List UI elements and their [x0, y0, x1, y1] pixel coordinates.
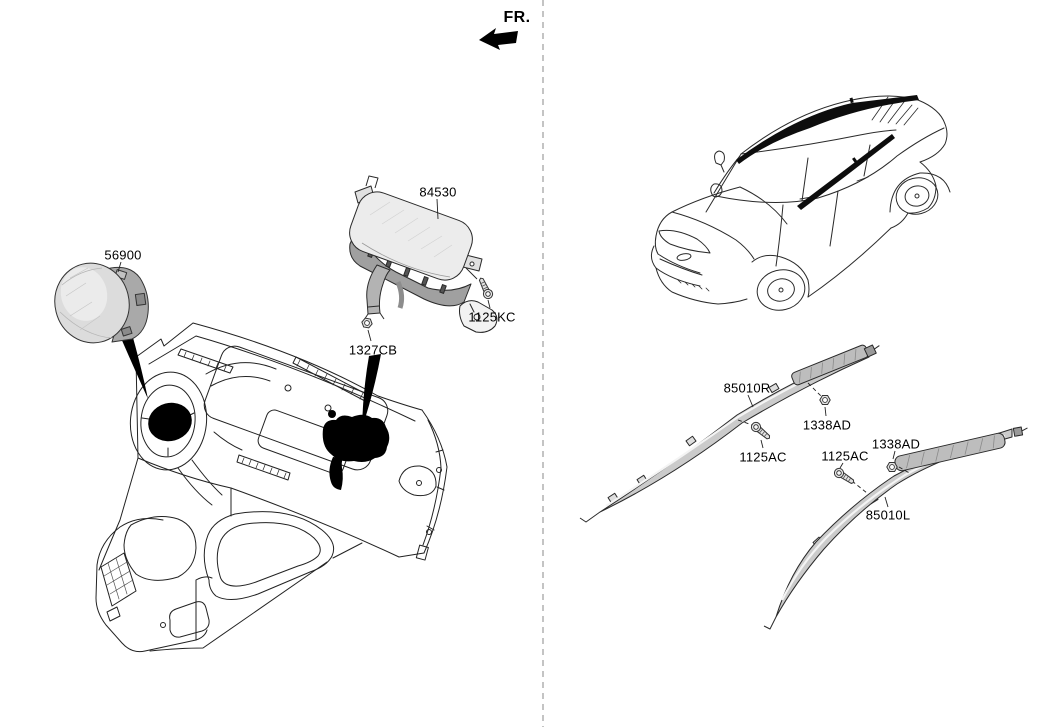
part-callout-1125KC: 1125KC — [468, 309, 516, 325]
passenger-airbag-cavity — [322, 410, 390, 490]
vehicle-curtain-airbag-strips — [736, 95, 919, 210]
part-callout-84530: 84530 — [419, 184, 457, 200]
part-callout-56900: 56900 — [104, 247, 142, 263]
right-leader-lines — [737, 382, 912, 508]
driver-airbag-module-drawing — [54, 262, 149, 344]
part-callout-85010L: 85010L — [865, 507, 911, 523]
fr-direction-label: FR. — [503, 9, 531, 26]
nut-icon-1327CB — [360, 317, 374, 329]
nut-icon-1338AD-left — [886, 462, 898, 472]
part-callout-85010R: 85010R — [723, 380, 771, 396]
steering-wheel-drawing — [129, 371, 208, 471]
part-callout-1338AD-right: 1338AD — [802, 417, 852, 433]
bolt-icon-1125AC-left — [832, 466, 857, 487]
part-callout-1338AD-left: 1338AD — [871, 436, 921, 452]
nut-icon-1338AD-right — [819, 395, 831, 405]
driver-airbag-locator-arrow — [117, 329, 148, 399]
dashboard-drawing — [95, 300, 498, 653]
passenger-airbag-locator-arrow — [362, 354, 381, 428]
bolt-icon-1125KC — [475, 275, 495, 301]
part-callout-1125AC-right: 1125AC — [739, 449, 787, 465]
bolt-icon-1125AC-right — [749, 420, 773, 443]
center-console-drawing — [95, 511, 363, 653]
driver-airbag-mount-area — [148, 402, 192, 442]
fr-direction-arrow-icon — [479, 28, 518, 50]
curtain-airbag-left-drawing — [763, 426, 1028, 630]
part-callout-1327CB: 1327CB — [348, 342, 398, 358]
vehicle-drawing — [650, 95, 951, 311]
part-callout-1125AC-left: 1125AC — [821, 448, 869, 464]
left-leader-lines — [117, 198, 491, 342]
passenger-airbag-module-drawing — [349, 175, 483, 321]
curtain-airbag-right-drawing — [579, 344, 880, 523]
